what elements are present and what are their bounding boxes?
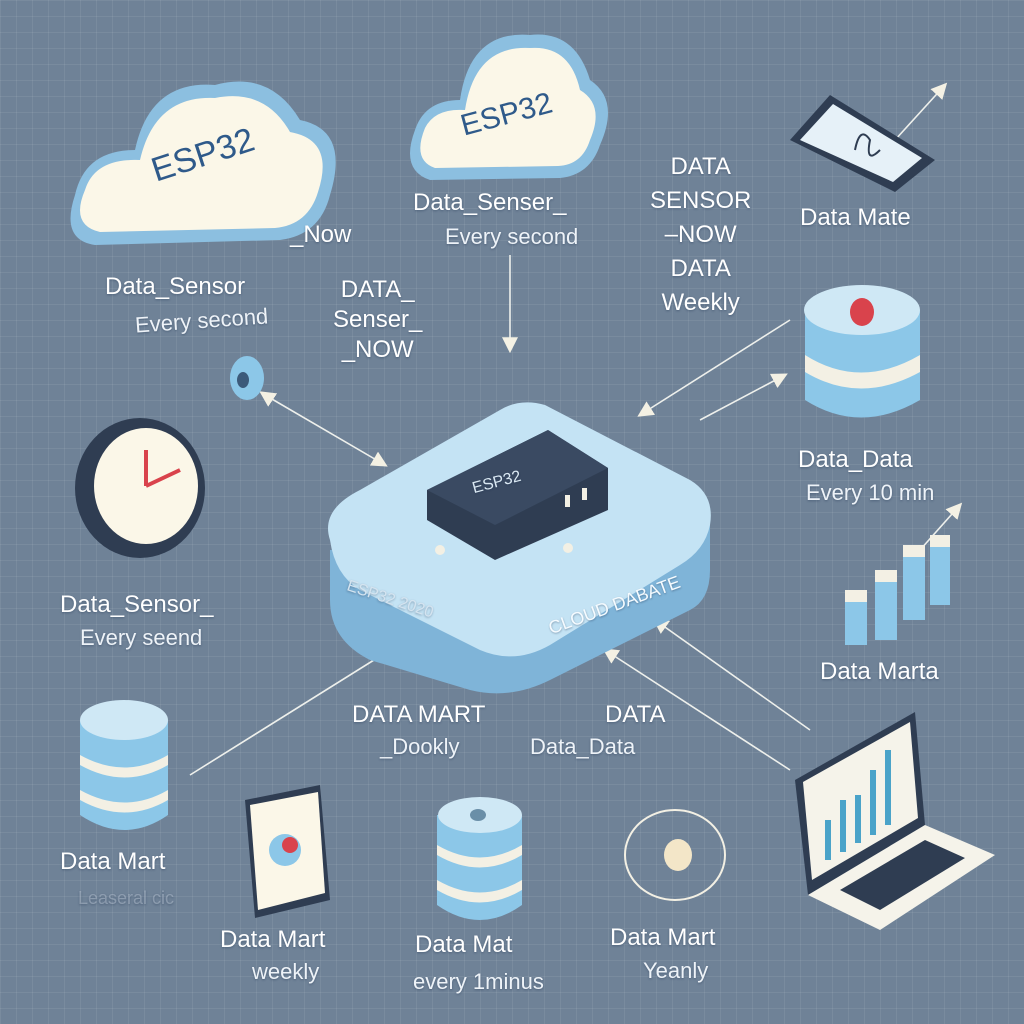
note-line: _NOW — [341, 336, 414, 363]
note-top-left: DATA_ Senser_ _NOW — [333, 275, 422, 365]
circle-node-subtitle: Yeanly — [643, 958, 709, 983]
note-top-right: DATA SENSOR –NOW DATA Weekly — [650, 150, 751, 320]
note-line: Senser_ — [333, 306, 423, 333]
note-line: DATA_ — [340, 276, 415, 303]
phone-icon — [790, 95, 935, 192]
database-bottom-title: Data Mat — [415, 931, 513, 958]
center-left-title: DATA MART — [352, 701, 486, 728]
note-line: –NOW — [664, 221, 737, 248]
laptop-icon — [795, 712, 995, 930]
phone-label: Data Mate — [800, 204, 911, 231]
notepad-title: Data Mart — [220, 926, 326, 953]
database-left-subtitle: Leaseral cic — [78, 888, 175, 908]
connector-arrows — [189, 82, 963, 776]
circle-node-title: Data Mart — [610, 924, 716, 951]
database-left-title: Data Mart — [60, 848, 166, 875]
cloud-database-hub — [328, 402, 711, 694]
clock-title: Data_Sensor_ — [60, 591, 214, 618]
database-bottom-subtitle: every 1minus — [413, 969, 544, 994]
center-right-title: DATA — [605, 701, 666, 728]
bar-chart-icon — [845, 535, 950, 645]
clock-icon — [75, 418, 205, 558]
database-right-subtitle: Every 10 min — [806, 480, 935, 505]
sensor-dot-icon — [230, 356, 264, 400]
center-right-subtitle: Data_Data — [530, 734, 636, 759]
cloud-top-title: Data_Senser_ — [413, 189, 567, 216]
note-line: DATA — [670, 153, 731, 180]
cloud-icon-left — [70, 81, 336, 246]
note-line: SENSOR — [650, 187, 752, 214]
clock-subtitle: Every seend — [80, 625, 203, 650]
center-left-subtitle: _Dookly — [380, 734, 460, 759]
note-line: DATA — [670, 255, 731, 282]
note-line: Weekly — [661, 289, 740, 316]
notepad-subtitle: weekly — [252, 959, 320, 984]
notepad-icon — [245, 785, 330, 918]
cloud-top-subtitle: Every second — [445, 224, 579, 249]
circle-node-icon — [624, 809, 726, 901]
database-right-title: Data_Data — [798, 446, 913, 473]
bar-chart-label: Data Marta — [820, 658, 939, 685]
database-icon-bottom — [437, 797, 522, 920]
database-icon-right — [804, 285, 920, 418]
cloud-left-title: Data_Sensor — [105, 273, 246, 300]
cloud-left-suffix: _Now — [290, 221, 352, 248]
database-icon-left — [80, 700, 168, 830]
cloud-icon-top — [410, 34, 608, 180]
